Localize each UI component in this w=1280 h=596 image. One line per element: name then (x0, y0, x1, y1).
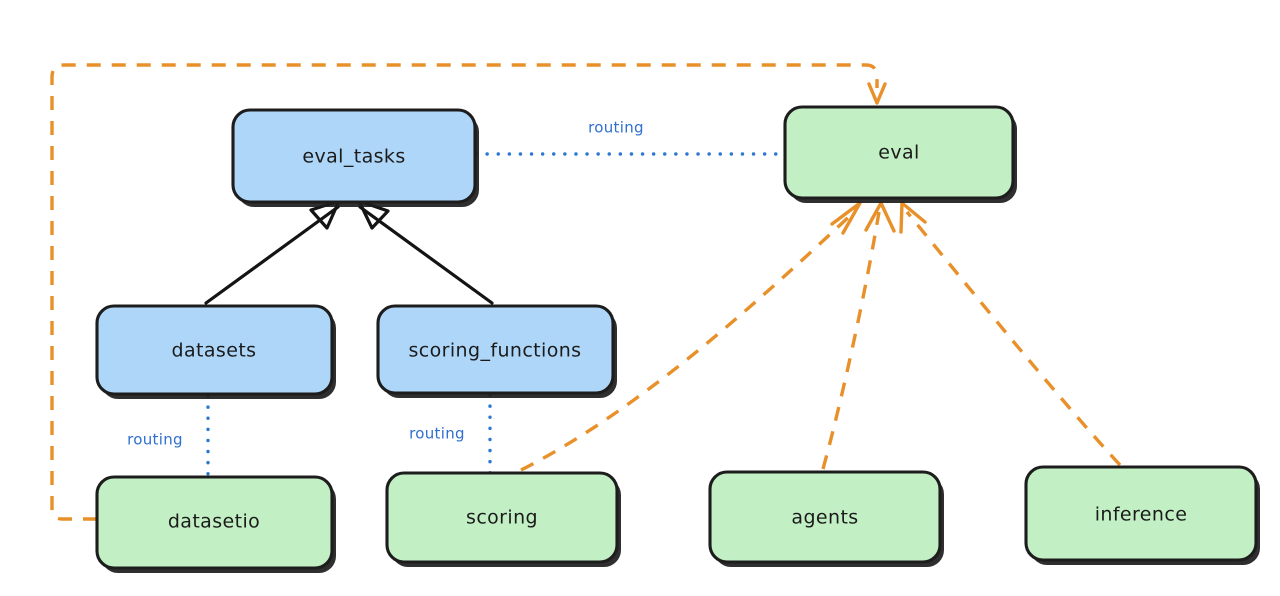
edge-inference-to-eval (899, 201, 1122, 467)
node-agents[interactable]: agents (708, 470, 944, 567)
node-datasets-body (95, 304, 334, 396)
node-eval_tasks-label: eval_tasks (302, 146, 405, 168)
node-agents-body (708, 470, 942, 564)
node-eval[interactable]: eval (783, 105, 1017, 203)
edge-agents-to-eval (821, 201, 896, 470)
edge-layer (50, 63, 1122, 521)
node-inference-body (1024, 465, 1258, 562)
node-datasetio-body (95, 475, 334, 570)
node-eval_tasks-body (231, 108, 477, 204)
edge-datasetio-to-eval (50, 63, 887, 521)
node-agents-label: agents (791, 507, 858, 529)
node-datasetio-label: datasetio (168, 511, 260, 533)
edge-label-routing-datasets: routing (127, 431, 183, 449)
node-eval_tasks[interactable]: eval_tasks (231, 108, 479, 207)
edge-scoring_functions-to-eval_tasks (357, 199, 494, 305)
node-datasets[interactable]: datasets (95, 304, 336, 399)
edge-label-routing-top: routing (588, 119, 644, 137)
node-datasetio[interactable]: datasetio (95, 475, 336, 573)
node-scoring-label: scoring (466, 507, 538, 529)
node-scoring-body (385, 471, 619, 564)
edge-datasets-to-eval_tasks (204, 199, 341, 305)
edge-label-layer: routing routing routing (127, 119, 644, 449)
node-scoring_functions-body (376, 304, 615, 395)
node-eval-body (783, 105, 1015, 200)
node-scoring_functions-label: scoring_functions (409, 340, 582, 362)
node-inference-label: inference (1095, 504, 1188, 526)
node-datasets-label: datasets (172, 340, 257, 362)
node-eval-label: eval (878, 142, 919, 164)
node-scoring[interactable]: scoring (385, 471, 621, 567)
node-scoring_functions[interactable]: scoring_functions (376, 304, 617, 398)
node-inference[interactable]: inference (1024, 465, 1260, 565)
edge-label-routing-scoring-functions: routing (409, 425, 465, 443)
